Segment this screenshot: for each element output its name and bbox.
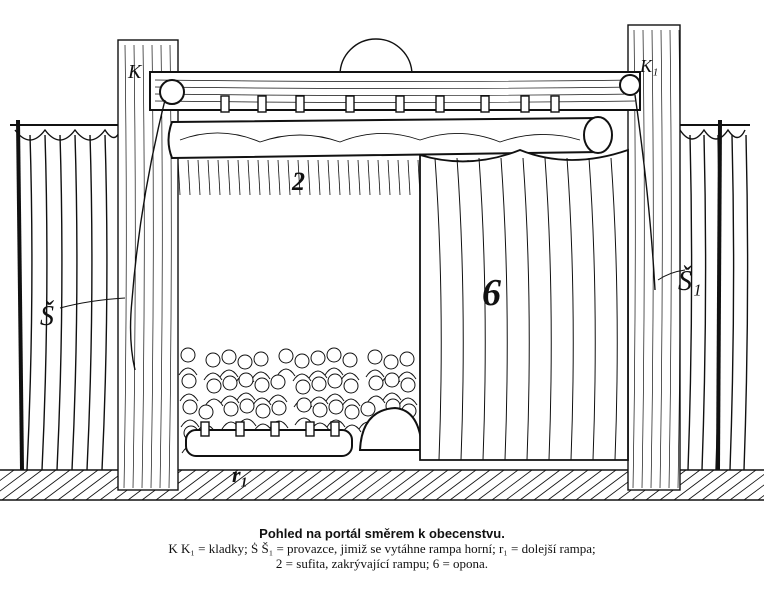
spectator-head (360, 401, 376, 417)
lamp-icon (345, 95, 355, 113)
spectator-head (383, 354, 399, 370)
stage-portal-illustration: K K₁ 2 6 Š Š₁ r₁ (0, 24, 764, 501)
spectator-head (343, 378, 359, 394)
lamp-icon (220, 95, 230, 113)
lamp-icon (480, 95, 490, 113)
spectator-head (206, 378, 222, 394)
spectator-head (399, 351, 415, 367)
spectator-head (368, 375, 384, 391)
spectator-head (342, 352, 358, 368)
stage-opening (180, 195, 418, 345)
lamp-icon (395, 95, 405, 113)
spectator-head (384, 372, 400, 388)
spectator-head (310, 350, 326, 366)
lamp-icon (257, 95, 267, 113)
label-curtain-6: 6 (482, 272, 501, 314)
lamp-icon (295, 95, 305, 113)
spectator-head (180, 347, 196, 363)
spectator-head (222, 375, 238, 391)
spectator-head (255, 403, 271, 419)
spectator-head (326, 347, 342, 363)
rope-s-left (129, 99, 166, 371)
caption-legend-line-1: K K₁ = kladky; Ṡ Š₁ = provazce, jimiž se… (168, 541, 596, 556)
spectator-head (327, 373, 343, 389)
upper-ramp-lamps (220, 95, 560, 113)
spectator-head (271, 400, 287, 416)
spectator-head (328, 399, 344, 415)
lamp-icon (330, 421, 340, 437)
spectator-head (205, 352, 221, 368)
spectator-head (367, 349, 383, 365)
spectator-head (238, 372, 254, 388)
pulley-k-icon (159, 79, 185, 105)
lamp-icon (305, 421, 315, 437)
spectator-head (312, 402, 328, 418)
lamp-icon (550, 95, 560, 113)
caption-legend-line-2: 2 = sufita, zakrývající rampu; 6 = opona… (275, 556, 489, 571)
spectator-head (221, 349, 237, 365)
main-curtain-6 (419, 148, 629, 461)
right-portal-post (627, 24, 681, 491)
caption-title: Pohled na portál směrem k obecenstvu. (259, 526, 505, 541)
label-border-2: 2 (291, 167, 305, 196)
left-portal-post (117, 39, 179, 491)
lamp-icon (235, 421, 245, 437)
spectator-head (253, 351, 269, 367)
rope-s1-right (634, 94, 656, 291)
spectator-head (237, 354, 253, 370)
pulley-k1-icon (619, 74, 641, 96)
label-pulley-k: K (127, 61, 143, 83)
spectator-head (296, 397, 312, 413)
lamp-icon (435, 95, 445, 113)
spectator-head (344, 404, 360, 420)
right-side-curtain (675, 119, 750, 471)
lower-ramp-r1 (185, 421, 353, 457)
label-lower-ramp-r1: r₁ (232, 462, 248, 487)
spectator-head (270, 374, 286, 390)
lamp-icon (270, 421, 280, 437)
spectator-head (182, 399, 198, 415)
label-rope-s1: Š₁ (678, 266, 702, 297)
spectator-head (278, 348, 294, 364)
spectator-head (294, 353, 310, 369)
spectator-head (223, 401, 239, 417)
label-rope-s: Š (40, 301, 54, 332)
lamp-icon (520, 95, 530, 113)
spectator-head (295, 379, 311, 395)
spectator-head (254, 377, 270, 393)
spectator-head (198, 404, 214, 420)
spectator-head (400, 377, 416, 393)
spectator-head (181, 373, 197, 389)
figure-caption: Pohled na portál směrem k obecenstvu. K … (0, 526, 764, 571)
label-pulley-k1: K₁ (639, 56, 658, 76)
lamp-icon (200, 421, 210, 437)
spectator-head (311, 376, 327, 392)
spectator-head (239, 398, 255, 414)
left-side-curtain (10, 119, 125, 471)
top-ornament (339, 38, 413, 76)
